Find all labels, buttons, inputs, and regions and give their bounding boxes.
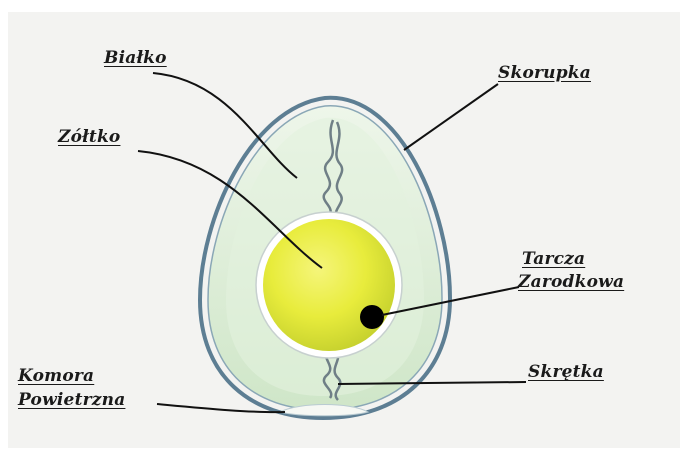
label-komora-line1: Komora (18, 366, 94, 386)
label-skorupka: Skorupka (498, 63, 591, 83)
yolk (263, 219, 395, 351)
label-tarcza-line1: Tarcza (522, 249, 585, 269)
label-komora-line2: Powietrzna (18, 390, 125, 410)
label-skretka: Skrętka (528, 362, 604, 382)
label-tarcza-line2: Zarodkowa (518, 272, 624, 292)
label-zoltko: Zółtko (58, 127, 120, 147)
germinal-disc (360, 305, 384, 329)
label-bialko: Białko (104, 48, 167, 68)
